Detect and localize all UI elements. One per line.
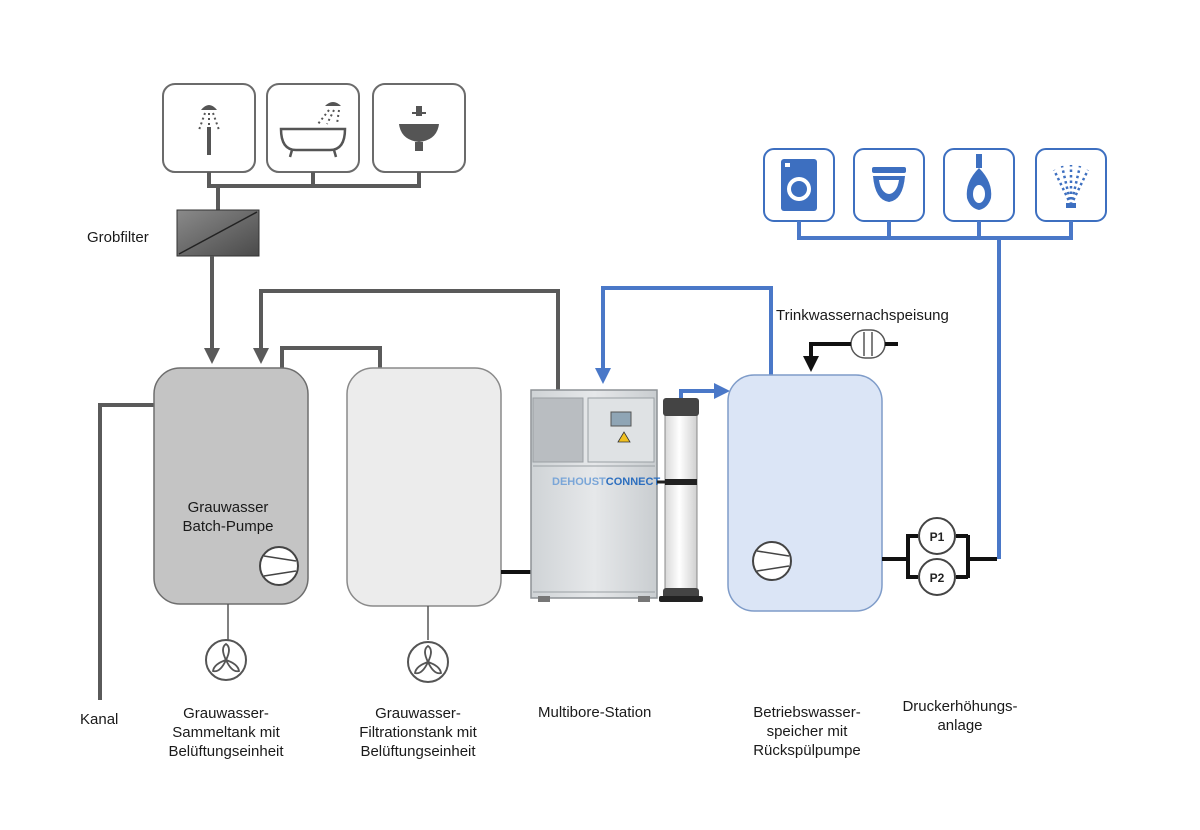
grobfilter-label: Grobfilter <box>87 229 149 246</box>
grauwasser-sammeltank <box>153 367 309 605</box>
batch-pump-icon <box>259 546 299 586</box>
multibore-station <box>530 389 658 602</box>
filtrationstank-label-3: Belüftungseinheit <box>360 743 476 760</box>
sammeltank-label-2: Sammeltank mit <box>172 724 280 741</box>
batch-pumpe-label-2: Batch-Pumpe <box>183 518 274 535</box>
pump-p2-icon: P2 <box>918 558 956 596</box>
filtrationstank-label-2: Filtrationstank mit <box>359 724 477 741</box>
druck-label-2: anlage <box>937 717 982 734</box>
backwash-pump-icon <box>752 541 792 581</box>
source-collector-pipe <box>207 172 421 210</box>
toilet-icon <box>853 148 925 222</box>
irrigation-icon <box>1035 148 1107 222</box>
consumer-collector-pipe <box>797 221 1073 240</box>
multibore-label: Multibore-Station <box>538 704 651 721</box>
washbasin-icon <box>372 83 466 173</box>
sammeltank-label-3: Belüftungseinheit <box>168 743 284 760</box>
urinal-icon <box>943 148 1015 222</box>
pump-p2-label: P2 <box>930 571 945 585</box>
speicher-label-3: Rückspülpumpe <box>753 742 861 759</box>
washing-machine-icon <box>763 148 835 222</box>
druck-label-1: Druckerhöhungs- <box>902 698 1017 715</box>
multibore-membrane-module <box>657 398 703 602</box>
trinkwasser-label: Trinkwassernachspeisung <box>776 307 949 324</box>
shower-icon <box>162 83 256 173</box>
free-outlet-icon <box>850 329 886 359</box>
betriebswasserspeicher <box>727 374 883 612</box>
pump-p1-label: P1 <box>930 530 945 544</box>
pump-p1-icon: P1 <box>918 517 956 555</box>
aerator-icon <box>407 606 449 683</box>
grobfilter <box>176 209 260 257</box>
batch-pumpe-label-1: Grauwasser <box>188 499 269 516</box>
brand-logo: DEHOUSTCONNECT <box>552 476 660 488</box>
aerator-icon <box>205 604 247 681</box>
sammeltank-label-1: Grauwasser- <box>183 705 269 722</box>
speicher-label-2: speicher mit <box>767 723 849 740</box>
grauwasser-filtrationstank <box>346 367 502 607</box>
service-water-consumers <box>763 148 1107 222</box>
bathtub-icon <box>266 83 360 173</box>
speicher-label-1: Betriebswasser- <box>753 704 861 721</box>
filtrationstank-label-1: Grauwasser- <box>375 705 461 722</box>
greywater-sources <box>162 83 466 173</box>
pressure-pipes <box>882 534 997 579</box>
kanal-label: Kanal <box>80 711 118 728</box>
trinkwasser-pipe <box>803 342 898 372</box>
